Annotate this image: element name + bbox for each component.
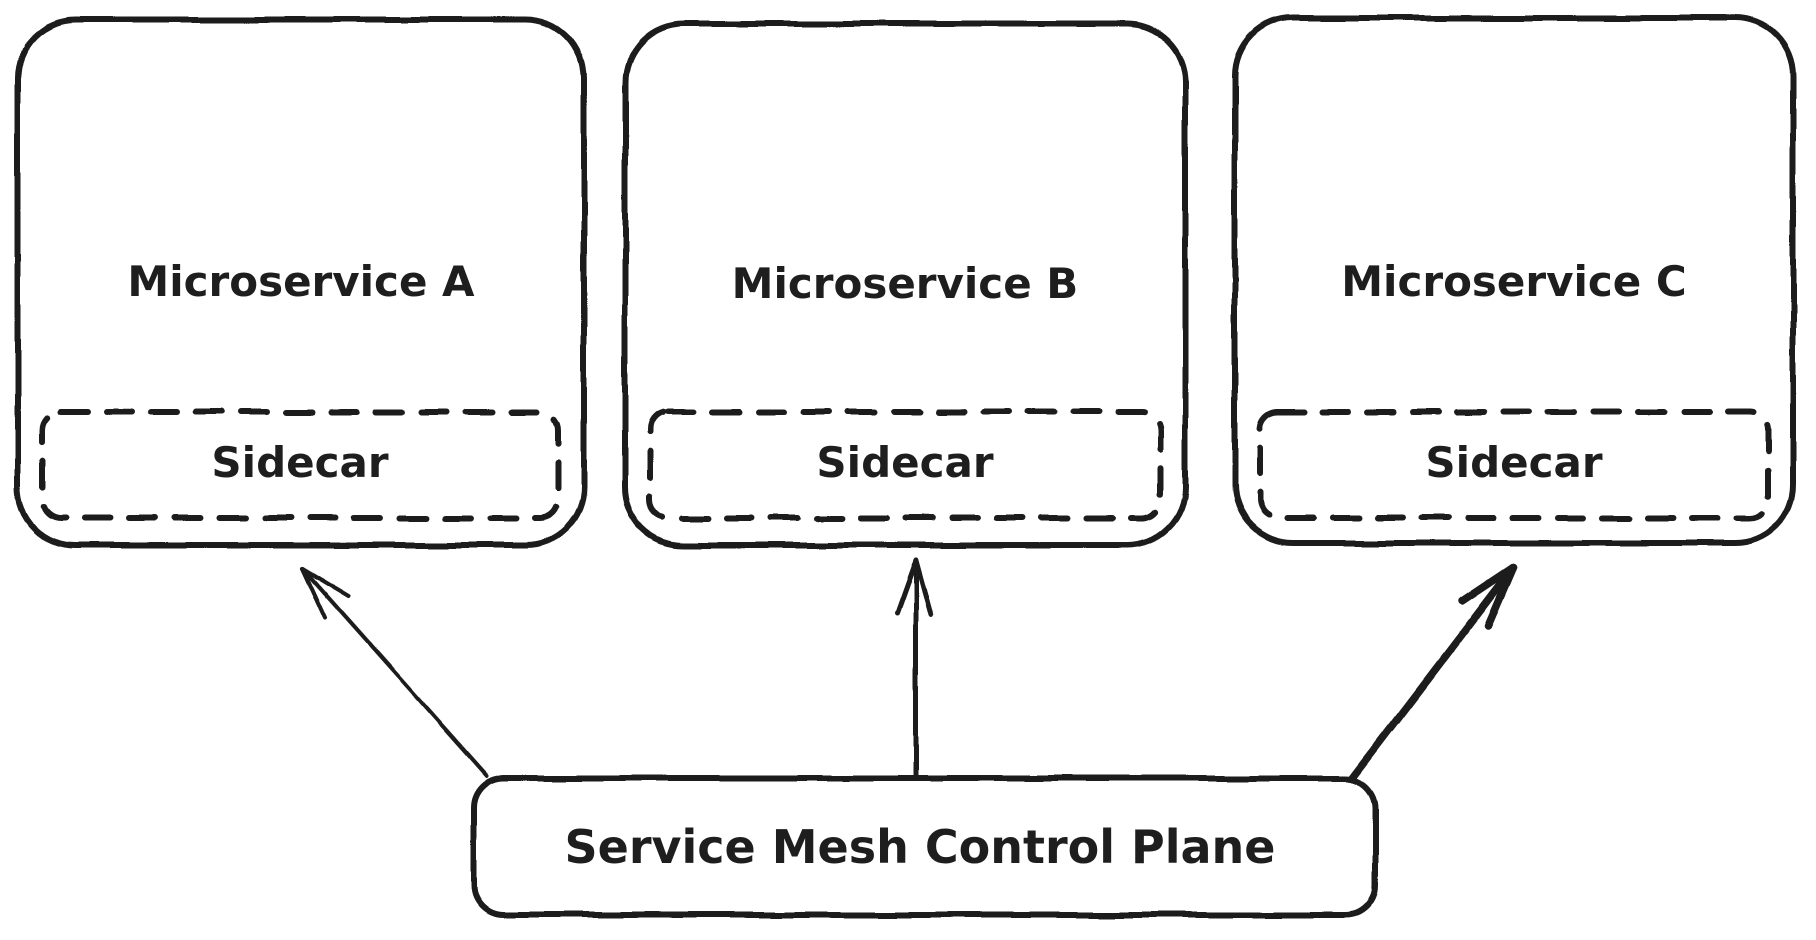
control-plane-box bbox=[471, 775, 1378, 918]
arrow-shaft bbox=[1348, 563, 1517, 782]
microservice-a-sidecar-box bbox=[40, 409, 561, 521]
arrow-head-icon bbox=[300, 566, 351, 620]
arrow-control-plane-to-c bbox=[1348, 563, 1517, 782]
arrow-head-icon bbox=[1458, 563, 1517, 629]
arrow-control-plane-to-a bbox=[300, 566, 489, 778]
microservice-c-sidecar-box bbox=[1257, 409, 1771, 521]
microservice-b-sidecar-label: Sidecar bbox=[816, 438, 993, 487]
microservice-c-sidecar-label: Sidecar bbox=[1425, 438, 1602, 487]
arrow-head-icon bbox=[894, 557, 934, 618]
microservice-c-label: Microservice C bbox=[1341, 257, 1686, 306]
microservice-a-sidecar-label: Sidecar bbox=[211, 438, 388, 487]
microservice-b-label: Microservice B bbox=[732, 259, 1079, 308]
microservice-b-sidecar-box bbox=[647, 409, 1163, 521]
arrow-control-plane-to-b bbox=[894, 557, 934, 779]
control-plane-label: Service Mesh Control Plane bbox=[564, 820, 1275, 874]
arrow-shaft bbox=[300, 566, 489, 778]
microservice-a-label: Microservice A bbox=[127, 257, 475, 306]
